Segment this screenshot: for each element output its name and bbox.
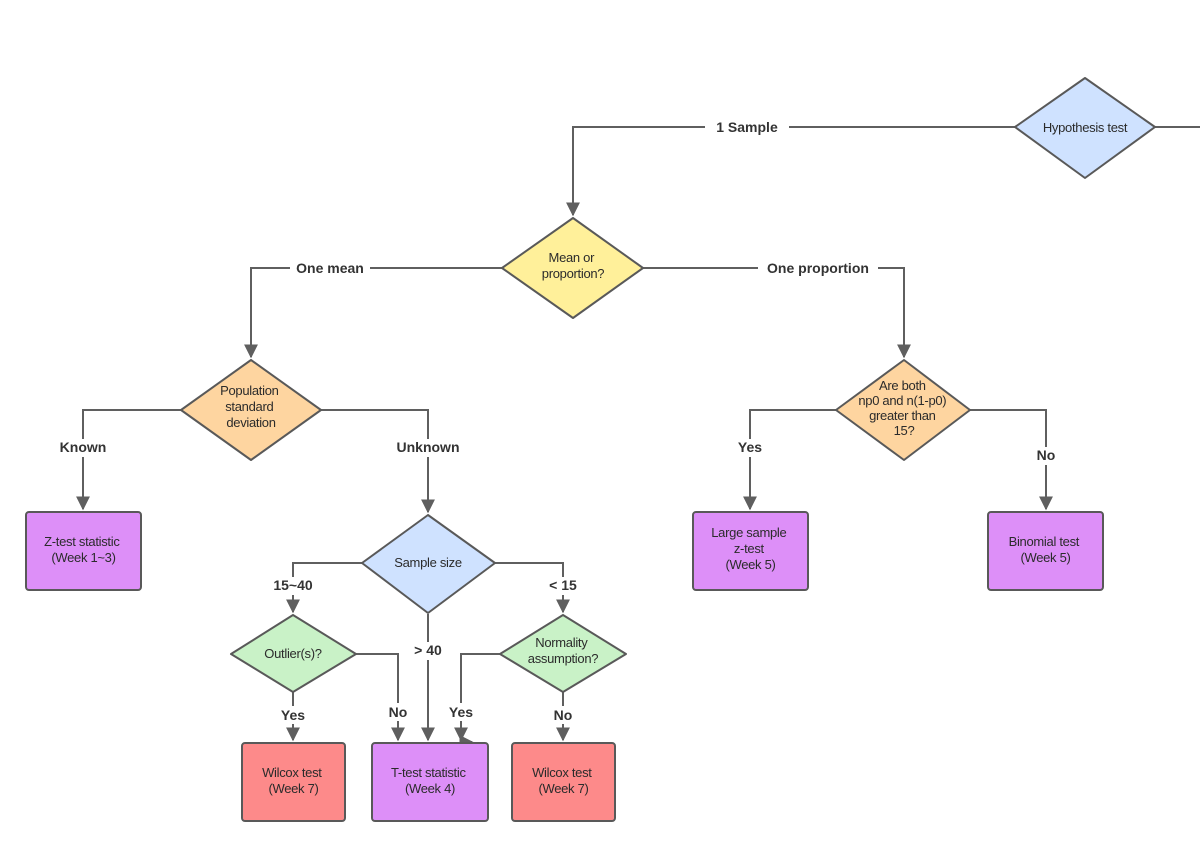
- svg-text:1 Sample: 1 Sample: [716, 119, 778, 135]
- label-one-proportion: One proportion: [758, 259, 878, 278]
- label-range-15-40: 15~40: [268, 577, 318, 595]
- edge-hypothesis-to-mean-or-proportion: [566, 126, 1015, 217]
- edge-range-15-40: [286, 562, 362, 614]
- svg-text:No: No: [1037, 447, 1056, 463]
- node-label: Normality assumption?: [528, 635, 598, 666]
- svg-text:One proportion: One proportion: [767, 260, 869, 276]
- svg-text:< 15: < 15: [549, 577, 577, 593]
- label-known: Known: [55, 439, 111, 457]
- result-wilcox-test-right: Wilcox test (Week 7): [511, 742, 616, 822]
- decision-sample-size: Sample size: [361, 514, 496, 614]
- edge-normality-yes: [454, 653, 500, 742]
- decision-mean-or-proportion: Mean or proportion?: [501, 217, 644, 319]
- edge-one-proportion: [643, 267, 911, 359]
- node-label: Wilcox test (Week 7): [532, 765, 595, 796]
- svg-text:Unknown: Unknown: [397, 439, 460, 455]
- decision-np-greater-than-15: Are both np0 and n(1-p0) greater than 15…: [835, 359, 971, 461]
- node-label: Large sample z-test (Week 5): [711, 525, 789, 572]
- decision-population-sd: Population standard deviation: [180, 359, 322, 461]
- label-outlier-no: No: [384, 703, 412, 721]
- edge-one-mean: [244, 267, 502, 359]
- label-np-no: No: [1032, 447, 1060, 465]
- rect-shape: [25, 511, 142, 591]
- diamond-shape: [499, 614, 627, 693]
- node-label: Are both np0 and n(1-p0) greater than 15…: [858, 378, 949, 438]
- label-one-mean: One mean: [290, 259, 370, 278]
- label-outlier-yes: Yes: [277, 706, 309, 724]
- result-wilcox-test-left: Wilcox test (Week 7): [241, 742, 346, 822]
- svg-text:Yes: Yes: [281, 707, 305, 723]
- svg-text:Yes: Yes: [738, 439, 762, 455]
- diamond-shape: [361, 514, 496, 614]
- edge-unknown: [321, 409, 435, 514]
- decision-outliers: Outlier(s)?: [230, 614, 357, 693]
- result-large-sample-z-test: Large sample z-test (Week 5): [692, 511, 809, 591]
- nodes: Hypothesis test Mean or proportion? Popu…: [25, 77, 1156, 822]
- node-label: Hypothesis test: [1043, 120, 1128, 135]
- rect-shape: [511, 742, 616, 822]
- diamond-shape: [230, 614, 357, 693]
- label-unknown: Unknown: [390, 439, 466, 457]
- svg-text:15~40: 15~40: [273, 577, 313, 593]
- svg-text:No: No: [389, 704, 408, 720]
- svg-text:> 40: > 40: [414, 642, 442, 658]
- result-binomial-test: Binomial test (Week 5): [987, 511, 1104, 591]
- label-normality-no: No: [549, 706, 577, 724]
- edge-np-no: [970, 409, 1053, 511]
- label-normality-yes: Yes: [445, 703, 477, 721]
- rect-shape: [987, 511, 1104, 591]
- edge-lt-15: [495, 562, 570, 614]
- node-label: Binomial test (Week 5): [1009, 534, 1083, 565]
- label-gt-40: > 40: [410, 642, 446, 660]
- node-label: Mean or proportion?: [542, 250, 605, 281]
- svg-text:Known: Known: [60, 439, 107, 455]
- rect-shape: [371, 742, 489, 822]
- label-np-yes: Yes: [734, 439, 766, 457]
- label-lt-15: < 15: [543, 577, 583, 595]
- edge-labels: 1 Sample One mean One proportion Known U…: [55, 117, 1060, 724]
- node-label: Population standard deviation: [220, 383, 282, 430]
- diamond-shape: [180, 359, 322, 461]
- decision-hypothesis-test: Hypothesis test: [1014, 77, 1156, 179]
- label-one-sample: 1 Sample: [705, 117, 789, 137]
- edge-np-yes: [743, 409, 836, 511]
- node-label: Wilcox test (Week 7): [262, 765, 325, 796]
- edge-known: [76, 409, 181, 511]
- diamond-shape: [835, 359, 971, 461]
- svg-text:Yes: Yes: [449, 704, 473, 720]
- result-z-test: Z-test statistic (Week 1~3): [25, 511, 142, 591]
- edge-outlier-no: [356, 653, 405, 742]
- diamond-shape: [501, 217, 644, 319]
- result-t-test: T-test statistic (Week 4): [371, 742, 489, 822]
- node-label: Sample size: [394, 555, 462, 570]
- diamond-shape: [1014, 77, 1156, 179]
- svg-text:No: No: [554, 707, 573, 723]
- node-label: Outlier(s)?: [264, 646, 321, 661]
- svg-text:One mean: One mean: [296, 260, 364, 276]
- rect-shape: [692, 511, 809, 591]
- node-label: Z-test statistic (Week 1~3): [44, 534, 123, 565]
- rect-shape: [241, 742, 346, 822]
- decision-normality-assumption: Normality assumption?: [499, 614, 627, 693]
- node-label: T-test statistic (Week 4): [391, 765, 469, 796]
